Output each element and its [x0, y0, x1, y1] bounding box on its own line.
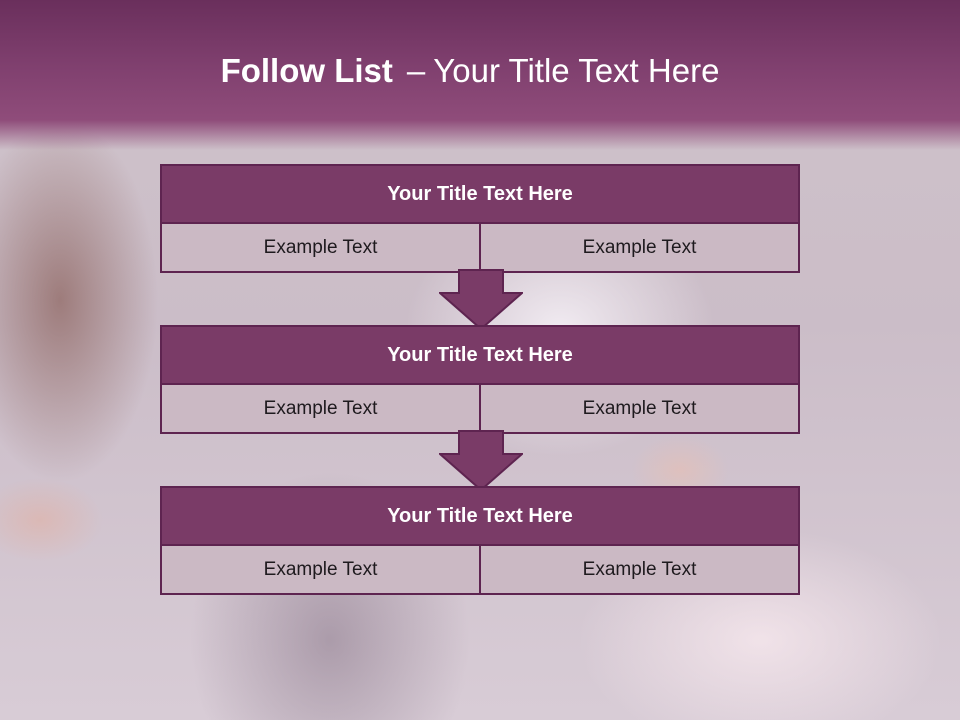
step-cell-right: Example Text — [479, 546, 798, 593]
step-title: Your Title Text Here — [162, 327, 798, 383]
step-row: Example Text Example Text — [162, 383, 798, 432]
step-cell-left: Example Text — [162, 224, 479, 271]
down-arrow-icon — [439, 269, 523, 331]
down-arrow-icon — [439, 430, 523, 492]
step-title: Your Title Text Here — [162, 166, 798, 222]
step-box-1: Your Title Text Here Example Text Exampl… — [160, 164, 800, 273]
header-band — [0, 0, 960, 150]
step-row: Example Text Example Text — [162, 544, 798, 593]
title-rest: Your Title Text Here — [433, 52, 720, 89]
step-cell-left: Example Text — [162, 385, 479, 432]
title-bold: Follow List — [220, 52, 393, 89]
step-box-3: Your Title Text Here Example Text Exampl… — [160, 486, 800, 595]
step-title: Your Title Text Here — [162, 488, 798, 544]
step-row: Example Text Example Text — [162, 222, 798, 271]
step-cell-right: Example Text — [479, 224, 798, 271]
step-box-2: Your Title Text Here Example Text Exampl… — [160, 325, 800, 434]
title-dash: – — [406, 52, 426, 89]
step-cell-left: Example Text — [162, 546, 479, 593]
slide-title: Follow List–Your Title Text Here — [0, 52, 940, 90]
step-cell-right: Example Text — [479, 385, 798, 432]
